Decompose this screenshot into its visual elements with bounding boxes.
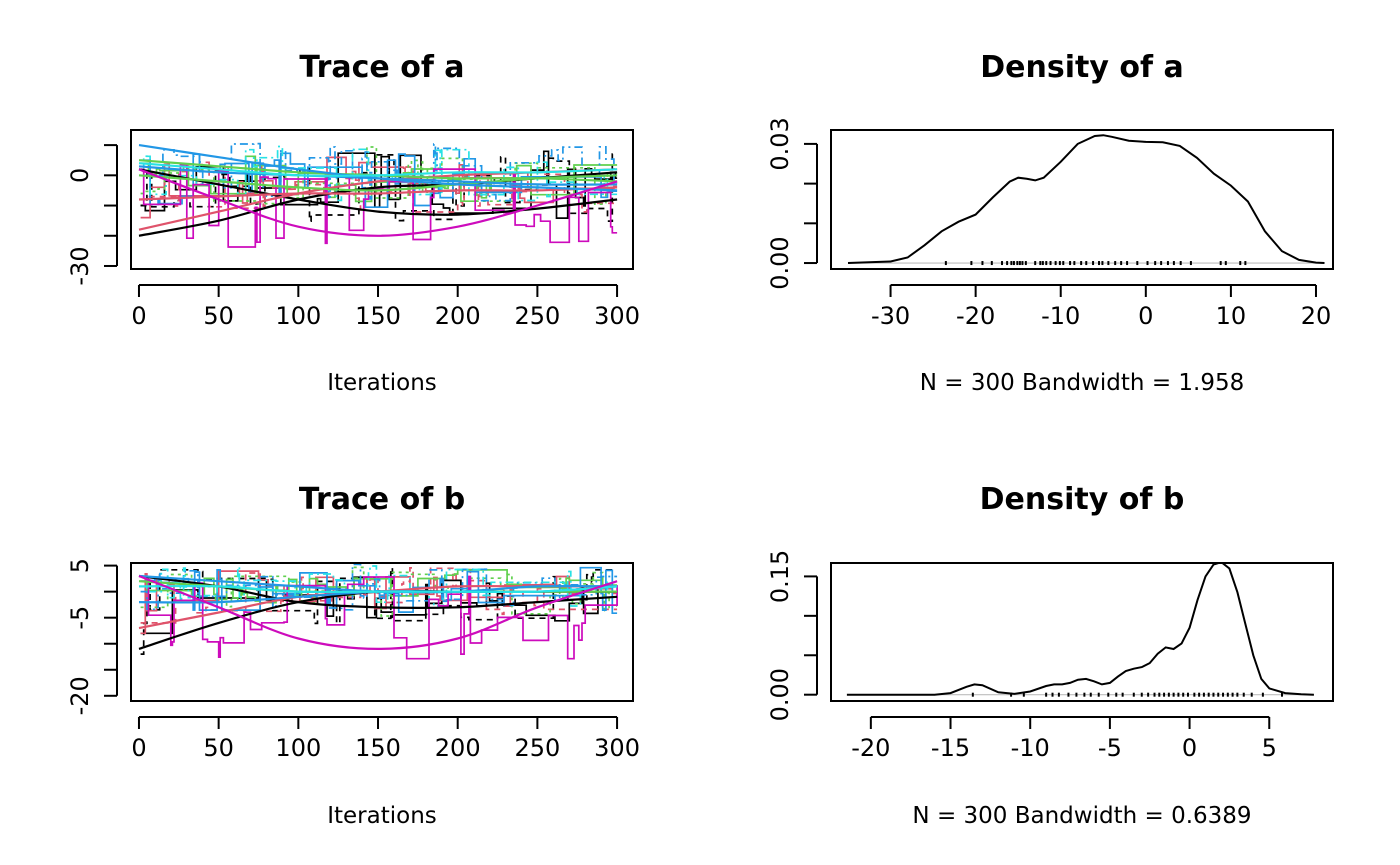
trace-series-2 [140,161,618,213]
x-tick-label: 250 [514,302,560,330]
plot-frame [130,129,634,270]
y-tick-label: 5 [66,558,94,573]
x-tick-label: 0 [131,734,146,762]
x-tick-label: 0 [1138,302,1153,330]
density-curve [847,134,1325,264]
smooth-curve-7 [138,574,618,651]
y-tick-label: 0.00 [766,668,794,721]
chart-title: Trace of b [299,482,465,517]
x-tick-label: -10 [1011,734,1050,762]
x-axis-label: Iterations [327,370,437,396]
x-tick-label: 300 [594,734,640,762]
plot-frame [830,129,1334,270]
chart-title: Trace of a [299,50,464,85]
x-tick-label: -20 [851,734,890,762]
x-axis-label: N = 300 Bandwidth = 1.958 [920,370,1245,396]
smooth-curve-9 [138,168,618,237]
x-tick-label: 150 [355,302,401,330]
plot-area [846,563,1314,697]
x-axis-label: Iterations [327,803,437,829]
trace-series-6 [140,563,618,611]
x-axis-label: N = 300 Bandwidth = 0.6389 [912,803,1251,829]
x-tick-label: 300 [594,302,640,330]
x-tick-label: 200 [435,734,481,762]
trace-of-b-panel: Trace of b Iterations 0 50 100 150 200 250 300… [66,482,640,829]
plot-frame [130,562,634,702]
x-tick-label: 200 [435,302,481,330]
x-tick-label: 100 [275,302,321,330]
x-tick-label: 150 [355,734,401,762]
plot-area [847,134,1325,266]
x-tick-label: 5 [1262,734,1277,762]
density-curve [846,563,1314,696]
y-tick-label: -30 [66,246,94,285]
x-tick-label: 20 [1301,302,1332,330]
trace-series-4 [140,566,618,617]
x-tick-label: -30 [871,302,910,330]
y-tick-label: -20 [66,676,94,715]
trace-series-8 [140,565,618,607]
plot-area [138,563,618,660]
x-tick-label: 50 [203,734,234,762]
density-of-b-panel: Density of b N = 300 Bandwidth = 0.6389 … [766,482,1334,829]
x-tick-label: 0 [1182,734,1197,762]
chart-title: Density of a [980,50,1183,85]
x-tick-label: 50 [203,302,234,330]
plot-area [138,142,618,248]
smooth-curve-1 [138,168,618,216]
density-of-a-panel: Density of a N = 300 Bandwidth = 1.958 -… [766,50,1334,396]
plot-frame [830,562,1334,702]
x-tick-label: -10 [1041,302,1080,330]
x-tick-label: -20 [956,302,995,330]
trace-series-9 [140,575,618,660]
trace-series-1 [140,576,618,635]
x-tick-label: 10 [1216,302,1247,330]
x-tick-label: -15 [931,734,970,762]
trace-series-6 [140,142,618,202]
smooth-curve-6 [138,584,618,594]
x-tick-label: 0 [131,302,146,330]
y-tick-label: -5 [66,606,94,630]
y-tick-label: 0 [66,168,94,183]
x-tick-label: -5 [1098,734,1122,762]
x-tick-label: 250 [514,734,560,762]
trace-of-a-panel: Trace of a Iterations 0 50 100 150 200 250 300… [66,50,640,396]
chart-title: Density of b [980,482,1185,517]
y-tick-label: 0.03 [766,117,794,170]
y-tick-label: 0.00 [766,236,794,289]
smooth-curve-3 [138,186,618,201]
y-tick-label: 0.15 [766,550,794,603]
smooth-curve-7 [138,165,618,186]
smooth-curve-8 [138,162,618,177]
x-tick-label: 100 [275,734,321,762]
